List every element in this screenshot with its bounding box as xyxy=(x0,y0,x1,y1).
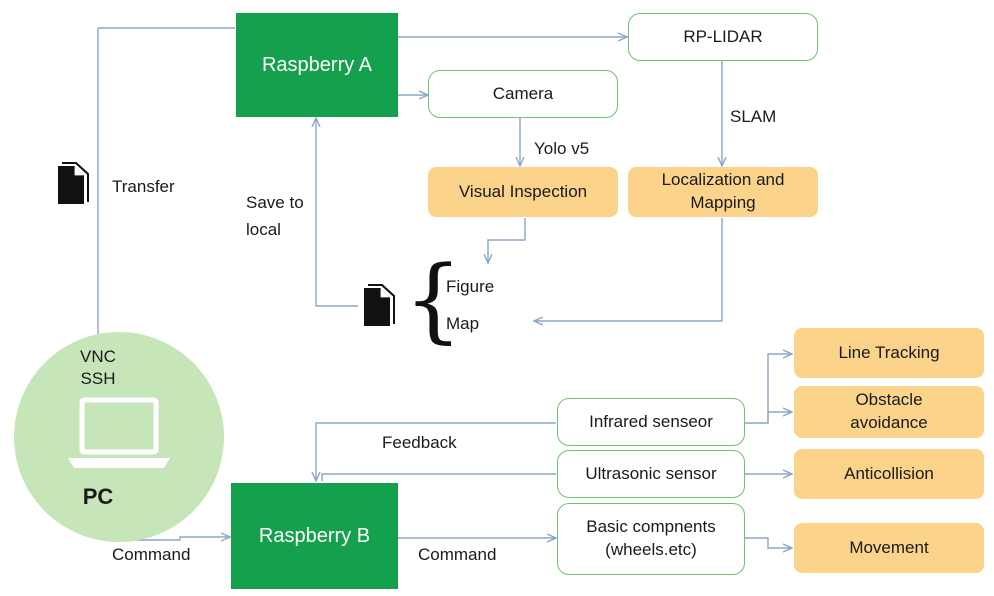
raspberry-a-box: Raspberry A xyxy=(236,13,398,117)
anticollision-label: Anticollision xyxy=(844,463,934,483)
pc-vnc-label: VNC xyxy=(80,347,116,366)
save-to-local-label-1: Save to xyxy=(246,193,304,212)
document-icon xyxy=(364,284,395,326)
localization-line-1: Localization and xyxy=(661,170,785,190)
arrow-save-to-a xyxy=(316,118,358,307)
basic-components-box: Basic compnents (wheels.etc) xyxy=(557,503,745,575)
transfer-label: Transfer xyxy=(112,177,175,196)
infrared-sensor-box: Infrared senseor xyxy=(557,398,745,446)
basic-components-line-2: (wheels.etc) xyxy=(605,540,697,559)
localization-line-2: Mapping xyxy=(690,193,756,212)
raspberry-b-label: Raspberry B xyxy=(258,524,371,547)
obstacle-avoidance-box: Obstacle avoidance xyxy=(794,386,984,438)
camera-box: Camera xyxy=(428,70,618,118)
command-pc-label: Command xyxy=(112,545,191,564)
raspberry-a-label: Raspberry A xyxy=(261,53,373,76)
pc-label: PC xyxy=(82,484,114,509)
arrow-visual-to-figure xyxy=(488,218,526,263)
yolo-label: Yolo v5 xyxy=(534,139,590,158)
basic-components-line-1: Basic compnents xyxy=(586,517,716,537)
slam-label: SLAM xyxy=(730,107,777,126)
arrow-localization-to-map xyxy=(534,218,723,321)
line-tracking-box: Line Tracking xyxy=(794,328,984,378)
arrow-infrared-to-linetracking xyxy=(744,354,792,424)
arrow-infrared-to-obstacle xyxy=(767,412,792,423)
movement-box: Movement xyxy=(794,523,984,573)
anticollision-box: Anticollision xyxy=(794,449,984,499)
raspberry-b-box: Raspberry B xyxy=(231,483,398,589)
obstacle-line-1: Obstacle xyxy=(855,390,923,410)
document-icon xyxy=(58,162,89,204)
ultrasonic-sensor-label: Ultrasonic sensor xyxy=(585,463,717,483)
localization-mapping-box: Localization and Mapping xyxy=(628,167,818,217)
arrow-ultrasonic-feedback xyxy=(321,473,556,481)
map-label: Map xyxy=(446,314,480,333)
brace-symbol: { xyxy=(404,246,463,353)
laptop-icon xyxy=(68,397,170,468)
arrow-infrared-feedback xyxy=(316,422,556,481)
movement-label: Movement xyxy=(849,537,929,557)
pc-ssh-label: SSH xyxy=(80,369,116,388)
line-tracking-label: Line Tracking xyxy=(838,342,940,362)
visual-inspection-box: Visual Inspection xyxy=(428,167,618,217)
infrared-sensor-label: Infrared senseor xyxy=(589,411,713,431)
camera-label: Camera xyxy=(492,83,554,103)
rp-lidar-label: RP-LIDAR xyxy=(683,26,763,46)
command-b-label: Command xyxy=(418,545,497,564)
rp-lidar-box: RP-LIDAR xyxy=(628,13,818,61)
arrow-basic-to-movement xyxy=(744,537,792,548)
figure-label: Figure xyxy=(446,277,495,296)
pc-circle xyxy=(14,332,224,542)
obstacle-line-2: avoidance xyxy=(850,413,928,432)
feedback-label: Feedback xyxy=(382,433,457,452)
visual-inspection-label: Visual Inspection xyxy=(458,181,588,201)
ultrasonic-sensor-box: Ultrasonic sensor xyxy=(557,450,745,498)
save-to-local-label-2: local xyxy=(246,220,281,239)
arrow-pc-to-b xyxy=(118,537,230,540)
